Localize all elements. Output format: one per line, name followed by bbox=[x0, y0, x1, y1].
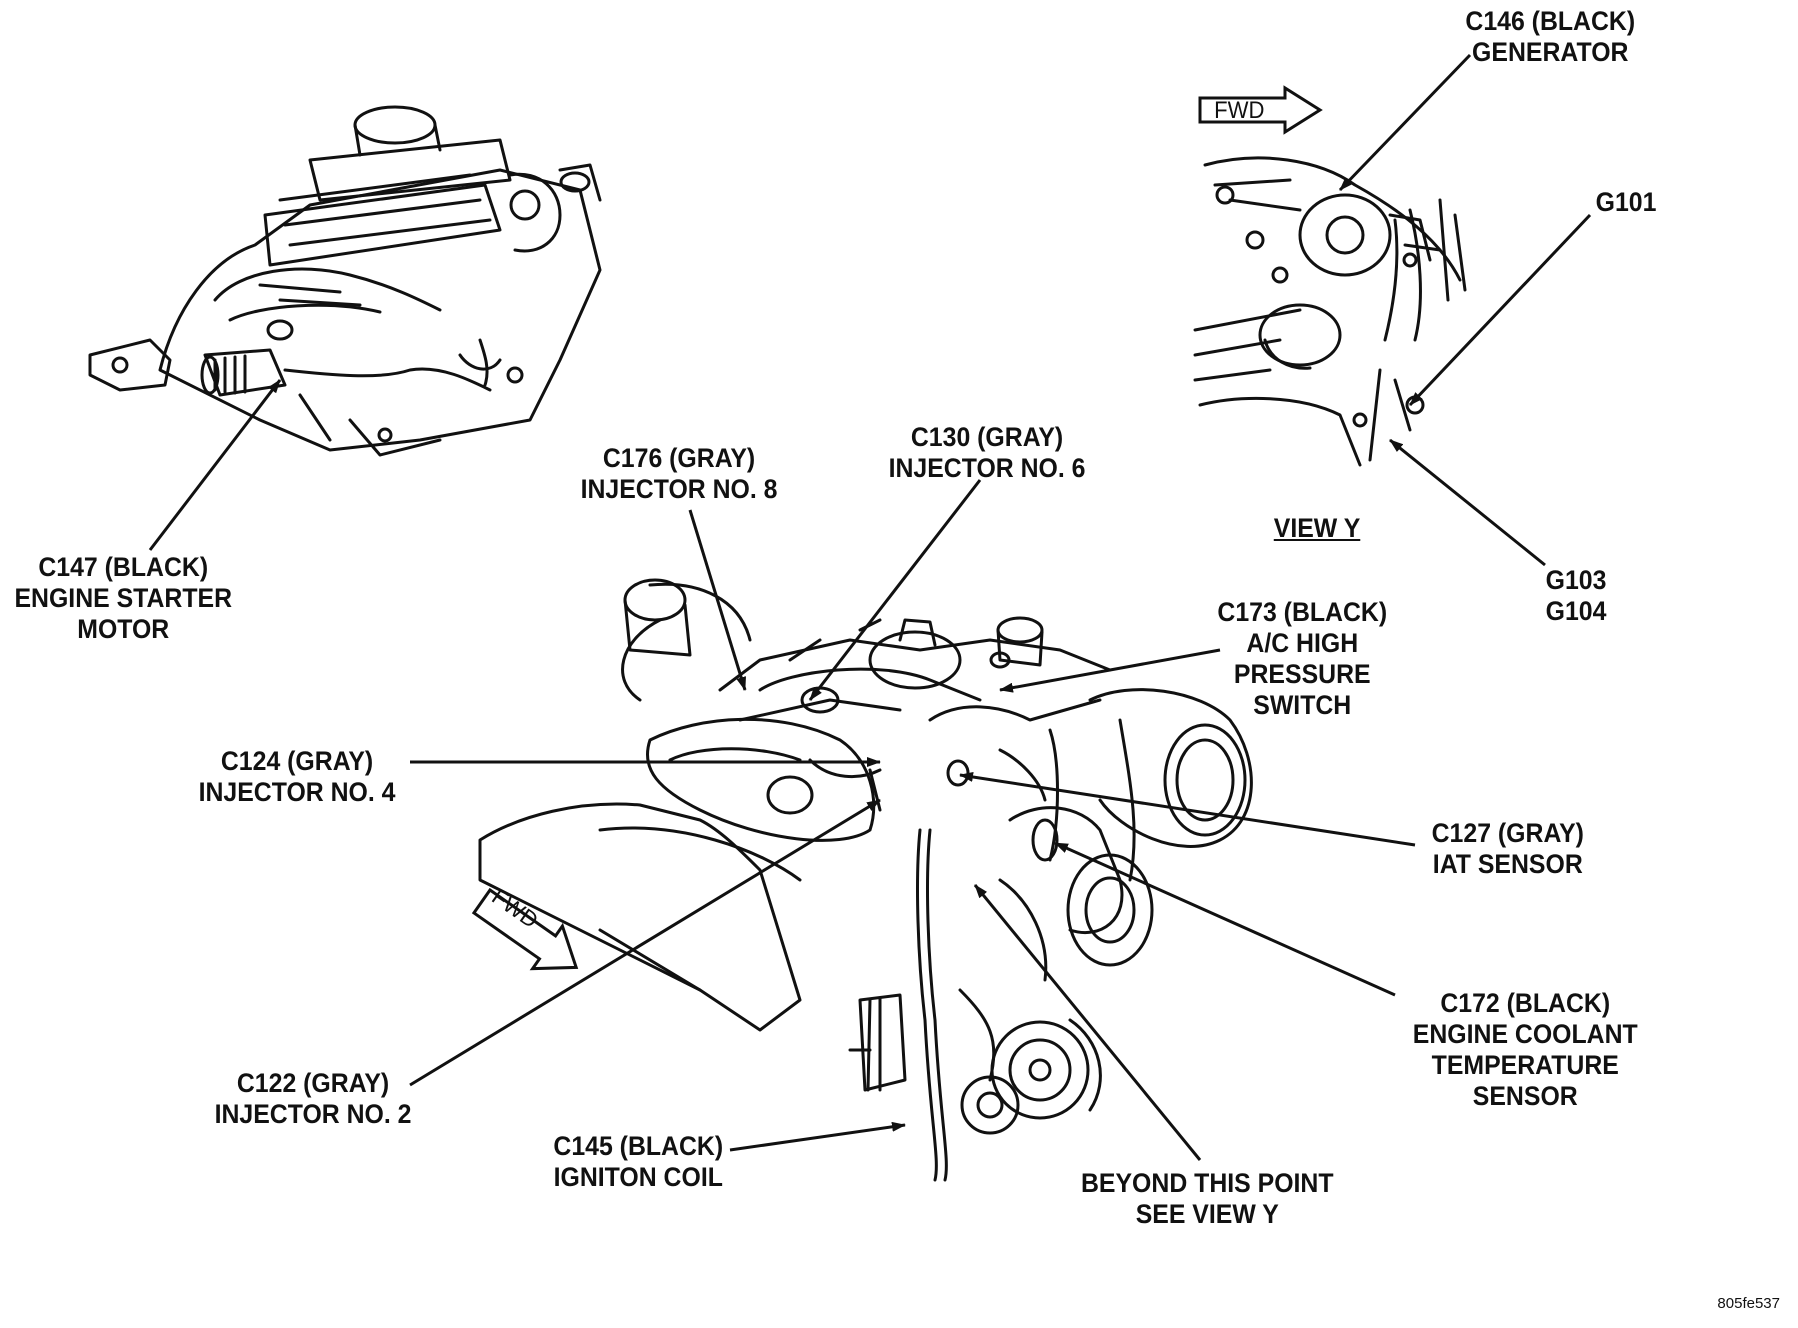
label-c147-line3: MOTOR bbox=[77, 614, 170, 644]
starter-engine-drawing bbox=[88, 105, 602, 457]
label-view-y: VIEW Y bbox=[1274, 513, 1361, 544]
label-c147-line1: C147 (BLACK) bbox=[38, 552, 209, 582]
label-c122: C122 (GRAY) INJECTOR NO. 2 bbox=[215, 1068, 412, 1130]
label-c176-line2: INJECTOR NO. 8 bbox=[580, 474, 778, 504]
fwd-label-top: FWD bbox=[1214, 97, 1265, 124]
label-c176-line1: C176 (GRAY) bbox=[602, 443, 756, 473]
label-c173-line4: SWITCH bbox=[1253, 690, 1352, 720]
label-c130-line2: INJECTOR NO. 6 bbox=[888, 453, 1086, 483]
label-c172-line2: ENGINE COOLANT bbox=[1412, 1019, 1638, 1049]
label-beyond-line2: SEE VIEW Y bbox=[1135, 1199, 1279, 1229]
label-c146-line2: GENERATOR bbox=[1472, 37, 1629, 67]
figure-id: 805fe537 bbox=[1717, 1295, 1780, 1312]
label-c147: C147 (BLACK) ENGINE STARTER MOTOR bbox=[14, 552, 232, 645]
main-engine-drawing bbox=[478, 578, 1253, 1182]
label-c172: C172 (BLACK) ENGINE COOLANT TEMPERATURE … bbox=[1413, 988, 1638, 1112]
label-g103-g104: G103 G104 bbox=[1546, 565, 1607, 627]
label-c130-line1: C130 (GRAY) bbox=[910, 422, 1064, 452]
label-c146-line1: C146 (BLACK) bbox=[1465, 6, 1636, 36]
label-c127-line2: IAT SENSOR bbox=[1432, 849, 1583, 879]
label-c145-line1: C145 (BLACK) bbox=[553, 1131, 724, 1161]
label-g104: G104 bbox=[1545, 596, 1607, 626]
label-c173-line1: C173 (BLACK) bbox=[1217, 597, 1388, 627]
label-c147-line2: ENGINE STARTER bbox=[14, 583, 233, 613]
label-c173-line2: A/C HIGH bbox=[1246, 628, 1359, 658]
leader-lines bbox=[148, 53, 1592, 1161]
label-c172-line3: TEMPERATURE bbox=[1431, 1050, 1619, 1080]
label-beyond-line1: BEYOND THIS POINT bbox=[1080, 1168, 1334, 1198]
label-g103: G103 bbox=[1545, 565, 1607, 595]
label-c173: C173 (BLACK) A/C HIGH PRESSURE SWITCH bbox=[1217, 597, 1387, 721]
label-g101: G101 bbox=[1596, 187, 1657, 218]
label-c127: C127 (GRAY) IAT SENSOR bbox=[1432, 818, 1584, 880]
label-c146: C146 (BLACK) GENERATOR bbox=[1465, 6, 1635, 68]
label-c124: C124 (GRAY) INJECTOR NO. 4 bbox=[199, 746, 396, 808]
label-g101-line1: G101 bbox=[1595, 187, 1657, 217]
label-c124-line2: INJECTOR NO. 4 bbox=[198, 777, 396, 807]
label-c124-line1: C124 (GRAY) bbox=[220, 746, 374, 776]
label-c145-line2: IGNITON COIL bbox=[553, 1162, 723, 1192]
fwd-arrow-main bbox=[471, 887, 579, 971]
label-c176: C176 (GRAY) INJECTOR NO. 8 bbox=[581, 443, 778, 505]
label-c122-line2: INJECTOR NO. 2 bbox=[214, 1099, 412, 1129]
label-c130: C130 (GRAY) INJECTOR NO. 6 bbox=[889, 422, 1086, 484]
fwd-arrow-top bbox=[1198, 85, 1323, 135]
label-c127-line1: C127 (GRAY) bbox=[1431, 818, 1584, 848]
label-c172-line1: C172 (BLACK) bbox=[1440, 988, 1611, 1018]
label-beyond-point: BEYOND THIS POINT SEE VIEW Y bbox=[1081, 1168, 1334, 1230]
label-view-y-line1: VIEW Y bbox=[1273, 513, 1361, 543]
label-c122-line1: C122 (GRAY) bbox=[236, 1068, 390, 1098]
view-y-drawing bbox=[1193, 156, 1467, 467]
label-c145: C145 (BLACK) IGNITON COIL bbox=[553, 1131, 723, 1193]
label-c172-line4: SENSOR bbox=[1472, 1081, 1578, 1111]
label-c173-line3: PRESSURE bbox=[1233, 659, 1371, 689]
